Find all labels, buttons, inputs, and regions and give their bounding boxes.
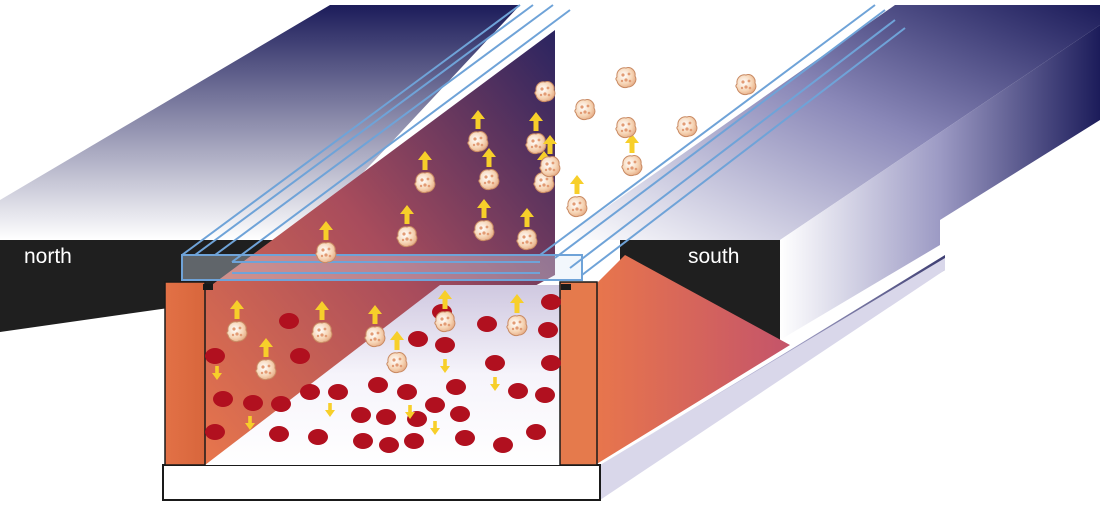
red-blood-cell-icon: [271, 396, 291, 412]
red-blood-cell-icon: [376, 409, 396, 425]
red-blood-cell-icon: [425, 397, 445, 413]
red-blood-cell-icon: [493, 437, 513, 453]
red-blood-cell-icon: [351, 407, 371, 423]
south-pole-label: south: [688, 245, 740, 268]
red-blood-cell-icon: [455, 430, 475, 446]
red-blood-cell-icon: [397, 384, 417, 400]
white-blood-cell-icon: [414, 172, 436, 194]
white-blood-cell-icon: [473, 220, 495, 242]
white-blood-cell-icon: [566, 196, 588, 218]
white-blood-cell-icon: [539, 156, 561, 178]
glass-cover: [181, 4, 906, 281]
channel-floor: [205, 285, 560, 465]
red-blood-cell-icon: [300, 384, 320, 400]
white-blood-cell-icon: [386, 352, 408, 374]
red-blood-cell-icon: [508, 383, 528, 399]
white-blood-cell-icon: [364, 326, 386, 348]
red-blood-cell-icon: [435, 337, 455, 353]
pole-tip-left: [203, 284, 213, 290]
red-blood-cell-icon: [379, 437, 399, 453]
white-blood-cell-icon: [574, 99, 596, 121]
red-blood-cell-icon: [450, 406, 470, 422]
red-blood-cell-icon: [279, 313, 299, 329]
south-magnet: [560, 5, 1100, 340]
white-blood-cell-icon: [467, 131, 489, 153]
base-plate: [162, 255, 945, 501]
red-blood-cell-icon: [290, 348, 310, 364]
red-blood-cell-icon: [408, 331, 428, 347]
red-blood-cell-icon: [538, 322, 558, 338]
white-blood-cell-icon: [396, 226, 418, 248]
north-magnet-top: [0, 5, 520, 240]
red-blood-cell-icon: [328, 384, 348, 400]
white-blood-cell-icon: [621, 155, 643, 177]
south-magnet-top: [560, 5, 1100, 240]
white-blood-cell-icon: [615, 117, 637, 139]
red-blood-cell-icon: [213, 391, 233, 407]
cells-layer: [205, 67, 757, 453]
red-blood-cell-icon: [535, 387, 555, 403]
red-blood-cell-icon: [541, 355, 561, 371]
pole-tip-right: [561, 284, 571, 290]
white-blood-cell-icon: [676, 116, 698, 138]
red-blood-cell-icon: [205, 424, 225, 440]
spacer-right: [559, 281, 598, 466]
red-blood-cell-icon: [368, 377, 388, 393]
arrow-up-icon: [570, 175, 584, 194]
red-blood-cell-icon: [446, 379, 466, 395]
spacer-left: [164, 281, 206, 466]
red-blood-cell-icon: [269, 426, 289, 442]
red-blood-cell-icon: [541, 294, 561, 310]
base-side: [600, 258, 945, 500]
red-blood-cell-icon: [526, 424, 546, 440]
red-blood-cell-icon: [404, 433, 424, 449]
red-blood-cell-icon: [243, 395, 263, 411]
red-blood-cell-icon: [205, 348, 225, 364]
white-blood-cell-icon: [615, 67, 637, 89]
base-front: [162, 464, 601, 501]
glass-front-edge: [181, 254, 583, 281]
white-blood-cell-icon: [516, 229, 538, 251]
white-blood-cell-icon: [255, 359, 277, 381]
red-blood-cell-icon: [477, 316, 497, 332]
red-blood-cell-icon: [308, 429, 328, 445]
white-blood-cell-icon: [315, 242, 337, 264]
white-blood-cell-icon: [534, 81, 556, 103]
north-pole-label: north: [24, 245, 72, 268]
white-blood-cell-icon: [434, 311, 456, 333]
white-blood-cell-icon: [506, 315, 528, 337]
north-magnet: [0, 5, 520, 332]
north-magnet-face: [0, 240, 300, 332]
white-blood-cell-icon: [525, 133, 547, 155]
white-blood-cell-icon: [226, 321, 248, 343]
red-blood-cell-icon: [485, 355, 505, 371]
white-blood-cell-icon: [478, 169, 500, 191]
south-magnet-face: [620, 240, 780, 340]
white-blood-cell-icon: [735, 74, 757, 96]
red-blood-cell-icon: [353, 433, 373, 449]
south-magnet-side: [780, 25, 1100, 340]
white-blood-cell-icon: [311, 322, 333, 344]
channel-right-wall: [595, 255, 790, 465]
